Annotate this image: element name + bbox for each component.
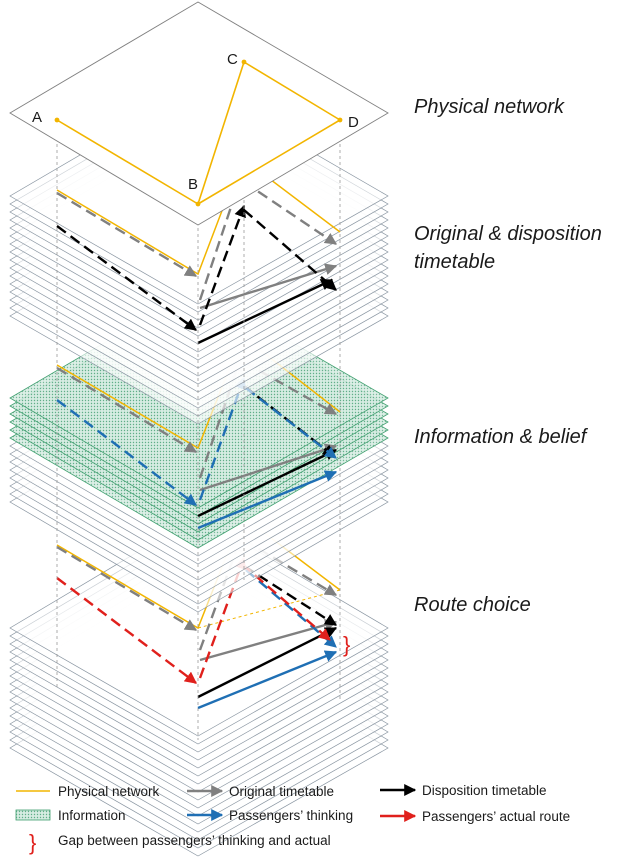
timetable-disposition-arrows (56, 204, 337, 345)
node-label-a: A (32, 109, 42, 126)
node-label-d: D (348, 114, 359, 131)
legend: Physical network Original timetable Disp… (15, 783, 570, 855)
legend-original-timetable: Original timetable (229, 784, 334, 799)
legend-passengers-thinking: Passengers’ thinking (229, 808, 353, 823)
node-d-dot (337, 117, 343, 123)
route-choice-stack (9, 514, 389, 857)
physical-network-nodes (54, 59, 343, 207)
route-thinking-arrows (197, 569, 338, 710)
node-b-dot (195, 201, 201, 207)
layer-title-information: Information & belief (414, 426, 589, 448)
timetable-physical-network (56, 156, 341, 276)
legend-gap-text: Gap between passengers’ thinking and act… (58, 833, 331, 848)
node-label-b: B (188, 176, 198, 193)
physical-network-links (56, 61, 341, 205)
legend-gap-symbol: } (29, 830, 36, 855)
legend-passengers-actual-route: Passengers’ actual route (422, 809, 570, 824)
legend-information: Information (58, 808, 126, 823)
layer-title-route: Route choice (414, 594, 531, 616)
timetable-plane-stack (9, 85, 389, 425)
physical-network-plane: A B C D (9, 1, 389, 226)
legend-disposition-timetable: Disposition timetable (422, 783, 547, 798)
layer-title-timetable-line2: timetable (414, 251, 495, 273)
green-hatch-icon (15, 809, 51, 821)
node-a-dot (54, 117, 60, 123)
legend-physical-network: Physical network (58, 784, 160, 799)
gap-brace-marker: } (343, 632, 350, 657)
layer-title-timetable-line1: Original & disposition (414, 223, 602, 245)
node-label-c: C (227, 51, 238, 68)
node-c-dot (241, 59, 247, 65)
timetable-stack (9, 85, 389, 425)
layer-title-physical: Physical network (414, 96, 565, 118)
